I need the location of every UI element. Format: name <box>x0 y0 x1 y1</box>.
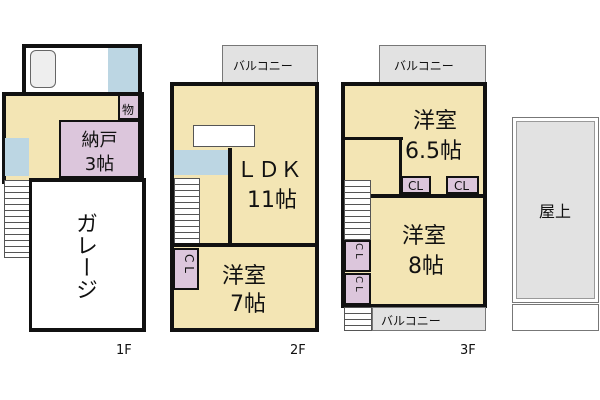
toilet-2f <box>174 150 229 175</box>
balcony-3f-bottom: バルコニー <box>372 307 486 331</box>
wall <box>370 194 486 198</box>
wall <box>343 137 403 140</box>
balcony-3f-top: バルコニー <box>379 45 486 83</box>
floor-label: 2F <box>290 343 306 358</box>
rooftop-area: 屋上 <box>516 121 595 299</box>
stairs-3f <box>344 180 371 240</box>
rooftop-stair-area <box>512 304 599 331</box>
washroom <box>108 48 138 92</box>
closet-3f-3: C L <box>344 240 371 272</box>
balcony-2f: バルコニー <box>222 45 318 83</box>
closet-3f-4: C L <box>344 273 371 305</box>
wall <box>172 243 318 247</box>
storage-small: 物 <box>118 94 140 120</box>
wall <box>228 148 232 245</box>
floor-label: 3F <box>460 343 476 358</box>
bathtub-icon <box>30 50 56 88</box>
closet-3f-1: CL <box>401 176 431 194</box>
garage: ガレージ <box>29 178 146 332</box>
stairs-2f <box>174 178 200 244</box>
toilet-1f <box>5 138 29 176</box>
closet-3f-2: CL <box>446 176 479 194</box>
stairs-1f <box>4 180 31 258</box>
wall <box>399 137 402 197</box>
floor-label: 1F <box>116 343 132 358</box>
kitchen-counter <box>193 125 255 147</box>
stairs-3f-roof <box>344 307 372 331</box>
storage-room: 納戸 3帖 <box>59 120 140 178</box>
closet-2f: C L <box>173 248 199 290</box>
